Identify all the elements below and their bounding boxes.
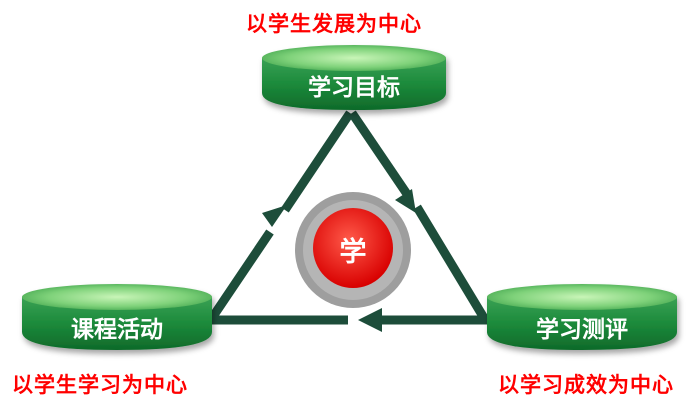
caption-top: 以学生发展为中心 [246,12,422,36]
caption-left: 以学生学习为中心 [12,373,188,397]
node-label-assessment: 学习测评 [536,317,628,343]
center-circle [313,208,393,288]
arrow-activity-to-goal [208,229,274,321]
arrowhead-left-edge [262,205,287,227]
center-label: 学 [339,237,367,268]
node-label-activity: 课程活动 [71,317,163,343]
node-left-shape [22,284,212,350]
arrowhead-right-edge [395,189,416,213]
caption-right: 以学习成效为中心 [498,373,674,397]
node-label-goal: 学习目标 [308,75,400,101]
cycle-arrows [208,110,488,325]
node-top-shape [262,45,446,110]
arrowhead-bottom-edge [358,308,382,332]
arrow-goal-to-assessment [348,110,413,200]
arrow-heads [262,189,416,332]
node-right-shape [487,284,677,350]
